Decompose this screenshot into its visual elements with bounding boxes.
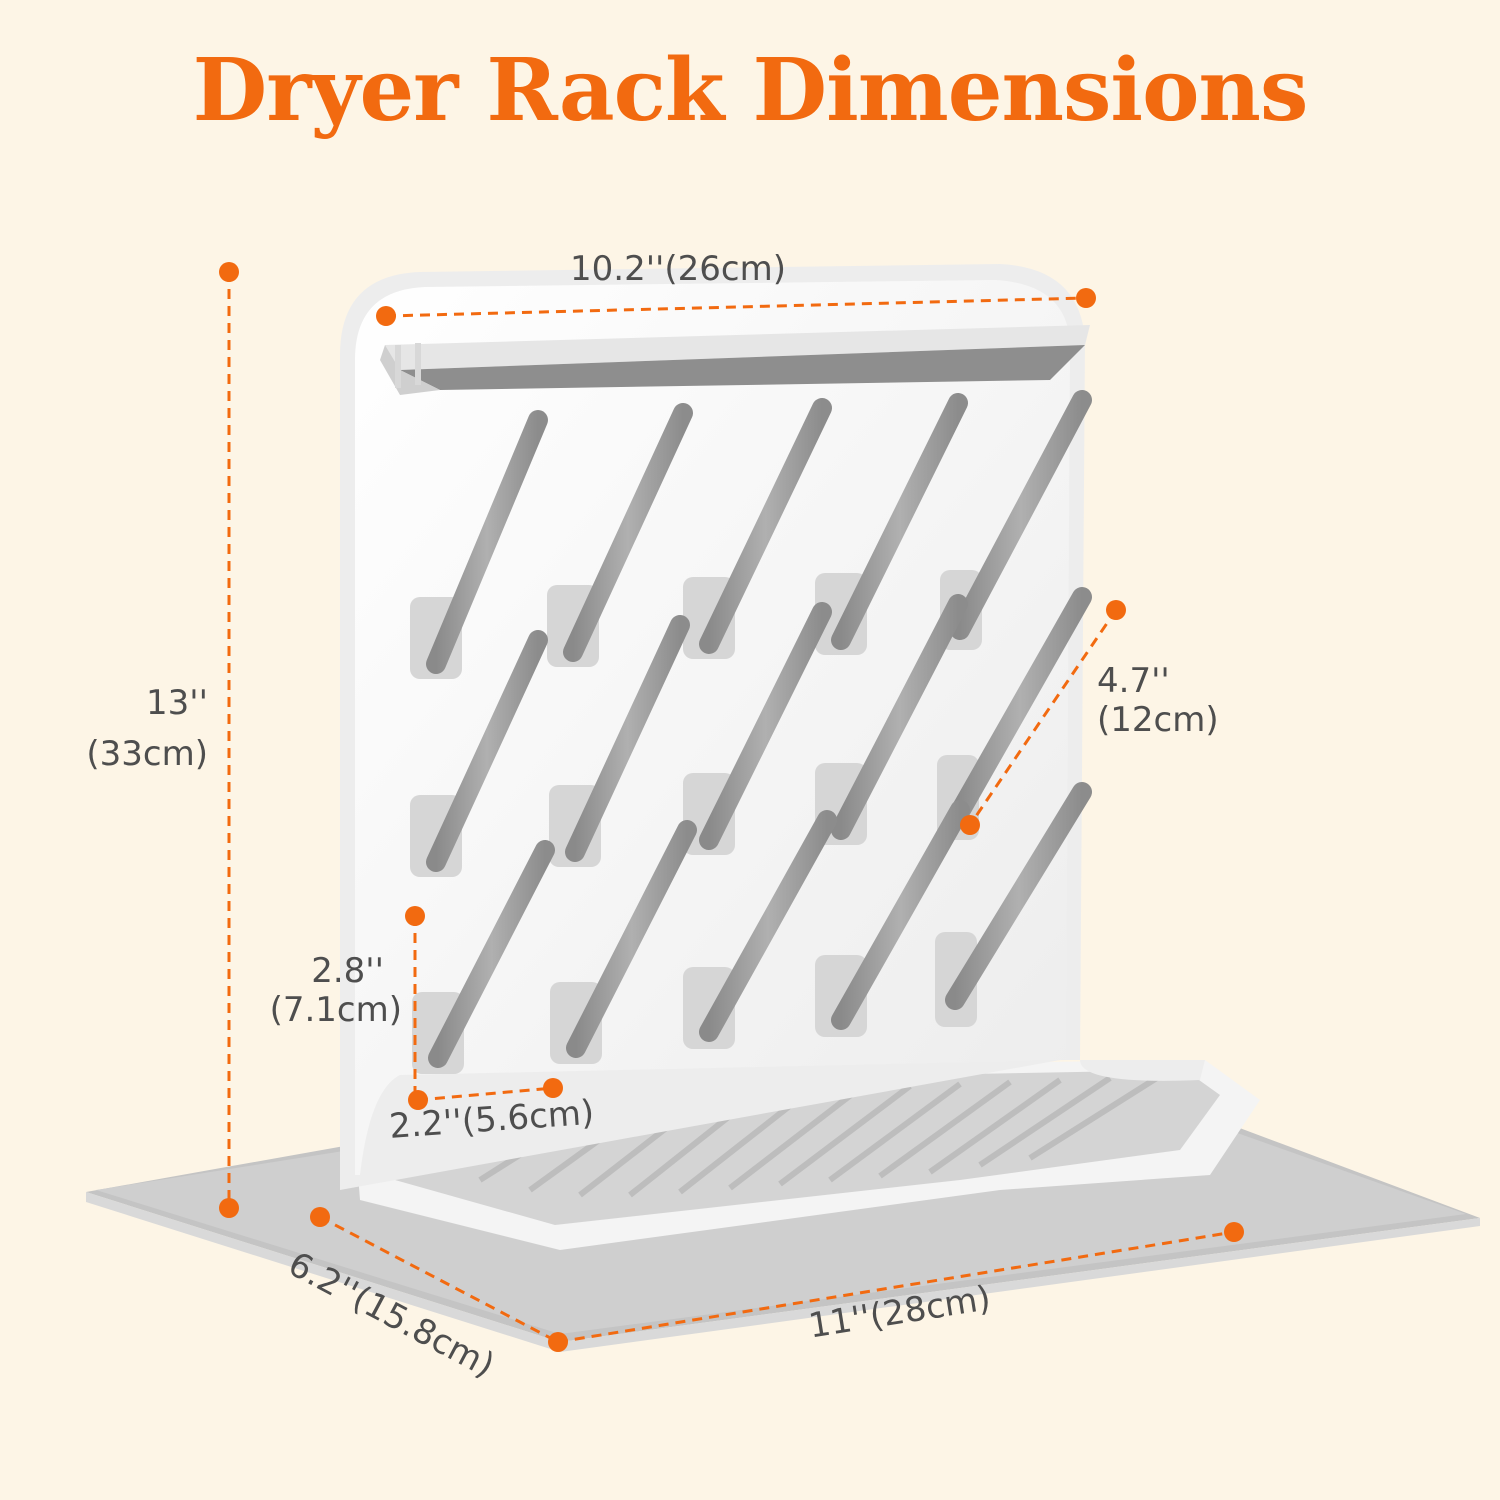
- peg: [683, 810, 837, 1049]
- dot: [543, 1078, 563, 1098]
- dot: [548, 1332, 568, 1352]
- top-shelf: [380, 325, 1090, 395]
- peg: [815, 393, 968, 655]
- peg: [550, 820, 697, 1064]
- peg: [410, 630, 548, 877]
- peg-length-cm: (12cm): [1097, 700, 1219, 741]
- peg: [549, 615, 690, 867]
- peg: [935, 782, 1092, 1027]
- dot: [960, 815, 980, 835]
- mat-depth-line: [319, 1215, 559, 1344]
- dot: [310, 1207, 330, 1227]
- mat-width-line: [557, 1230, 1235, 1344]
- dot: [1106, 600, 1126, 620]
- peg-length-line: [968, 609, 1118, 826]
- top-width-line: [385, 296, 1087, 318]
- dot: [405, 906, 425, 926]
- peg-vertical-spacing-label: 2.8'' (7.1cm): [240, 951, 402, 1031]
- peg: [547, 403, 693, 667]
- peg: [410, 410, 548, 679]
- dot: [219, 262, 239, 282]
- dimension-endpoints: [219, 262, 1244, 1352]
- dot: [376, 306, 396, 326]
- peg-length-inches: 4.7'': [1097, 661, 1170, 701]
- peg: [683, 398, 832, 659]
- top-width-label: 10.2''(26cm): [570, 249, 787, 289]
- dot: [219, 1198, 239, 1218]
- peg: [412, 840, 555, 1074]
- dot: [1224, 1222, 1244, 1242]
- peg-horizontal-line: [417, 1086, 554, 1102]
- dot: [408, 1090, 428, 1110]
- peg-length-label: 4.7'' (12cm): [1097, 661, 1219, 741]
- peg-vertical-cm: (7.1cm): [269, 990, 402, 1031]
- peg: [683, 602, 832, 855]
- dot: [1076, 288, 1096, 308]
- dimension-lines: [227, 272, 1235, 1344]
- peg: [815, 800, 970, 1037]
- height-inches: 13'': [146, 683, 208, 723]
- height-label: 13'' (33cm): [40, 683, 208, 775]
- peg-vertical-inches: 2.8'': [311, 951, 384, 991]
- page-title: Dryer Rack Dimensions: [192, 40, 1309, 141]
- peg-grid: [410, 390, 1092, 1074]
- height-cm: (33cm): [86, 734, 208, 775]
